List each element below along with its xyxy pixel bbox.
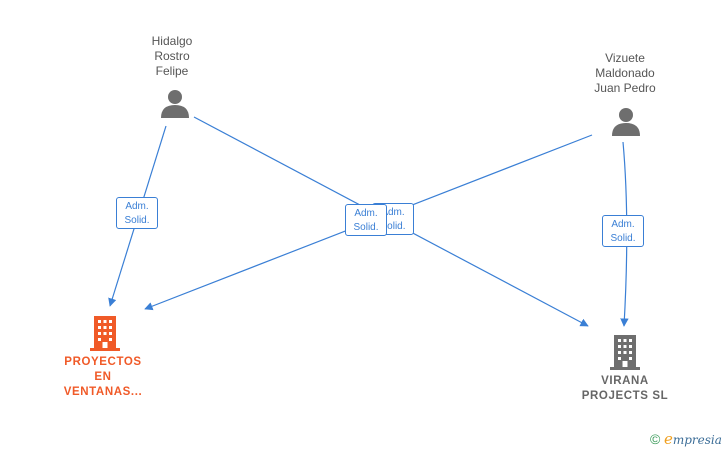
copyright-symbol: © (650, 431, 661, 447)
empresia-logo[interactable]: empresia (663, 430, 722, 448)
relation-badge[interactable]: Adm. Solid. (116, 197, 158, 229)
company-name-virana[interactable]: VIRANA PROJECTS SL (581, 375, 669, 402)
building-icon[interactable] (89, 315, 121, 351)
footer-brand: © empresia (650, 430, 722, 448)
company-name-proyectos[interactable]: PROYECTOS EN VENTANAS... (63, 356, 143, 398)
person-name-vizuete: Vizuete Maldonado Juan Pedro (594, 51, 656, 95)
building-icon[interactable] (609, 334, 641, 370)
person-name-hidalgo: Hidalgo Rostro Felipe (151, 34, 193, 78)
relation-badge[interactable]: Adm. Solid. (602, 215, 644, 247)
person-icon[interactable] (160, 88, 190, 118)
person-icon[interactable] (611, 106, 641, 136)
relation-badge[interactable]: Adm. Solid. (345, 204, 387, 236)
